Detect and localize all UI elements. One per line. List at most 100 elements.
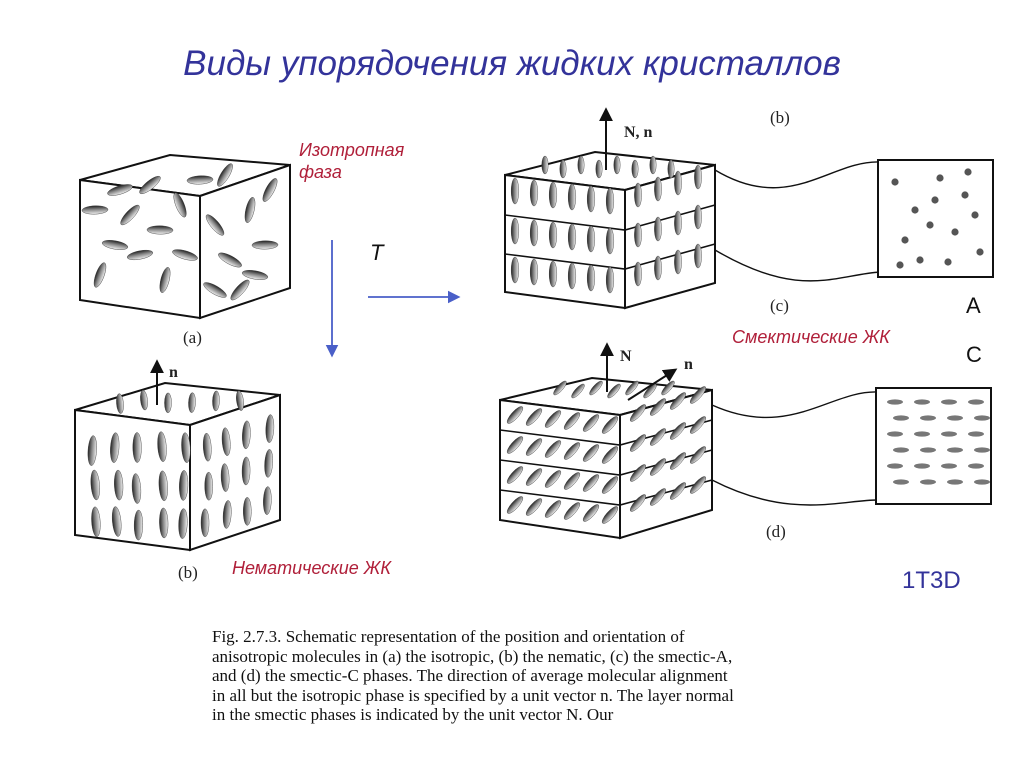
molecule — [186, 175, 214, 185]
molecule — [178, 508, 188, 539]
slide-code: 1Т3D — [902, 567, 961, 594]
molecule-end-dot — [944, 258, 952, 266]
molecule-end-dot — [896, 261, 904, 269]
molecule — [205, 214, 225, 236]
molecule — [230, 279, 250, 301]
molecule — [630, 494, 646, 512]
molecule-end-dot — [926, 221, 934, 229]
figure-caption: Fig. 2.7.3. Schematic representation of … — [212, 627, 862, 727]
molecule — [241, 456, 251, 486]
tag-c: (c) — [770, 296, 789, 315]
molecule — [690, 386, 706, 404]
isotropic-phase-line2: фаза — [299, 162, 342, 182]
molecule — [670, 452, 686, 470]
molecule — [587, 225, 596, 253]
molecule-projection — [893, 479, 909, 485]
molecule — [200, 508, 210, 537]
molecule — [110, 432, 120, 463]
molecule — [630, 404, 646, 422]
molecule-projection — [974, 415, 990, 421]
molecule — [601, 446, 619, 464]
molecule — [116, 393, 124, 414]
molecule — [649, 155, 657, 175]
molecule — [568, 262, 577, 290]
molecule — [220, 463, 230, 492]
molecule — [511, 256, 520, 284]
slide-title: Виды упорядочения жидких кристаллов — [183, 44, 841, 83]
molecule-projection — [968, 431, 984, 437]
molecule — [525, 498, 543, 516]
molecule — [120, 204, 140, 226]
molecule-end-dot — [951, 228, 959, 236]
nematic-cube — [74, 359, 281, 552]
molecule — [242, 420, 251, 450]
isotropic-phase-label: Изотропная фаза — [299, 139, 404, 183]
smectic-a-zoom-dots — [891, 168, 984, 269]
smectic-a-molecules — [511, 155, 702, 294]
molecule — [506, 406, 524, 424]
caption-line-1: Fig. 2.7.3. Schematic representation of … — [212, 627, 685, 646]
molecule — [634, 222, 642, 248]
molecule — [203, 282, 227, 298]
molecule — [243, 497, 252, 526]
molecule — [164, 392, 172, 414]
caption-line-3: and (d) the smectic-C phases. The direct… — [212, 666, 728, 685]
molecule — [674, 210, 682, 236]
molecule — [140, 389, 148, 411]
molecule — [654, 255, 662, 281]
tag-a: (a) — [183, 328, 202, 347]
molecule — [674, 249, 682, 275]
molecule — [244, 197, 256, 223]
molecule — [91, 506, 101, 537]
molecule — [587, 264, 596, 292]
molecule-end-dot — [891, 178, 899, 186]
isotropic-molecules — [81, 163, 279, 301]
molecule — [133, 509, 143, 541]
smectic-c-zoom-dashes — [887, 399, 990, 485]
molecule-projection — [974, 479, 990, 485]
nematic-label: Нематические ЖК — [232, 558, 391, 578]
molecule-projection — [914, 431, 930, 437]
molecule — [212, 390, 220, 412]
molecule — [81, 205, 109, 215]
molecule — [549, 260, 558, 288]
tag-b-top: (b) — [770, 108, 790, 127]
molecule — [694, 204, 702, 230]
molecule — [667, 159, 675, 179]
molecule — [525, 438, 543, 456]
molecule — [607, 383, 621, 399]
molecule — [111, 506, 122, 537]
smectic-a-Nn-label: N, n — [624, 124, 653, 141]
molecule — [511, 177, 520, 205]
molecule-projection — [968, 463, 984, 469]
molecule — [188, 392, 196, 413]
molecule — [222, 500, 232, 529]
molecule — [601, 506, 619, 524]
molecule — [613, 155, 621, 175]
smectic-c-molecules — [506, 380, 706, 524]
smectic-c-letter: C — [966, 342, 982, 367]
smectic-c-director-arrow — [627, 368, 678, 401]
molecule-end-dot — [936, 174, 944, 182]
molecule-projection — [947, 479, 963, 485]
molecule — [262, 178, 278, 202]
molecule — [544, 500, 562, 518]
molecule — [601, 476, 619, 494]
molecule — [582, 504, 600, 522]
molecule — [582, 444, 600, 462]
molecule — [525, 468, 543, 486]
molecule — [93, 262, 107, 288]
molecule — [221, 427, 231, 456]
molecule-projection — [920, 415, 936, 421]
molecule — [674, 170, 682, 196]
nematic-n-label: n — [169, 364, 178, 381]
molecule — [601, 416, 619, 434]
molecule — [625, 380, 639, 396]
molecule-projection — [887, 431, 903, 437]
molecule-projection — [887, 399, 903, 405]
molecule — [631, 159, 639, 179]
molecule-end-dot — [976, 248, 984, 256]
molecule — [630, 464, 646, 482]
molecule — [650, 398, 666, 416]
molecule — [577, 155, 585, 175]
